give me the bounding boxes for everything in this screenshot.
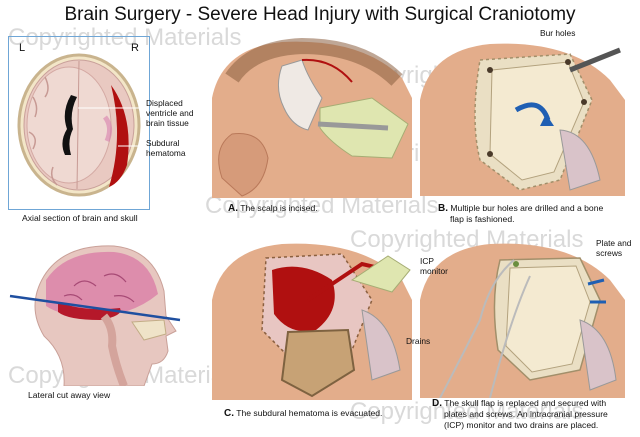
axial-section-illustration [17, 53, 141, 197]
axial-caption: Axial section of brain and skull [22, 213, 138, 223]
panel-d-caption: D. The skull flap is replaced and secure… [432, 398, 608, 430]
panel-a [212, 38, 412, 198]
bur-holes-label: Bur holes [540, 28, 576, 38]
drains-label: Drains [406, 336, 431, 346]
scalp-incision-illustration [212, 38, 412, 198]
lateral-cutaway-illustration [9, 245, 181, 386]
axial-section-frame: L R [8, 36, 150, 210]
displaced-ventricle-label: Displaced ventricle and brain tissue [146, 98, 194, 128]
left-side-label: L [19, 42, 26, 54]
panel-c-caption: C. The subdural hematoma is evacuated. [224, 408, 383, 419]
bone-flap-illustration [420, 43, 625, 196]
panel-b-caption: B. Multiple bur holes are drilled and a … [438, 203, 604, 224]
panel-a-caption: A. The scalp is incised. [228, 203, 318, 214]
hematoma-evacuation-illustration [212, 243, 412, 400]
lateral-view [4, 236, 182, 386]
right-side-label: R [131, 42, 139, 54]
panel-b [420, 40, 625, 196]
panel-d [420, 240, 625, 398]
watermark: Copyrighted Materials [350, 398, 584, 425]
lateral-caption: Lateral cut away view [28, 390, 111, 400]
plate-and-screws-label: Plate and screws [596, 238, 632, 258]
page-title: Brain Surgery - Severe Head Injury with … [64, 4, 576, 25]
panel-c [212, 240, 412, 400]
subdural-hematoma-label: Subdural hematoma [146, 138, 186, 158]
watermark: Copyrighted Materials [8, 24, 242, 51]
icp-monitor-label: ICP monitor [420, 256, 448, 276]
flap-replaced-illustration [420, 243, 625, 398]
